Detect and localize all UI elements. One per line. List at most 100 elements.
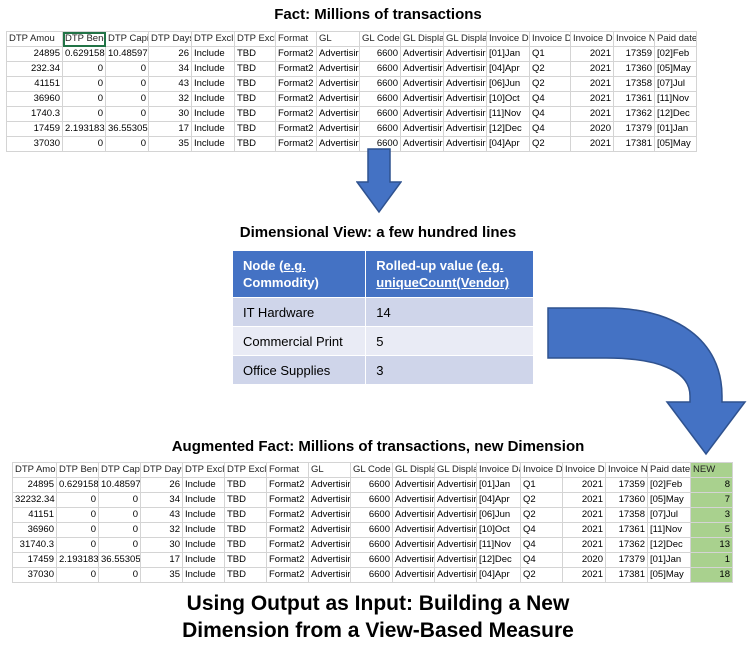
table-cell[interactable]: [01]Jan	[486, 46, 530, 62]
table-cell[interactable]: Advertisir	[316, 121, 360, 137]
table-cell[interactable]: Format2	[275, 46, 317, 62]
table-cell[interactable]: [01]Jan	[476, 477, 521, 493]
table-cell[interactable]: 32	[140, 522, 183, 538]
table-cell[interactable]: [05]May	[654, 61, 697, 77]
table-cell[interactable]: Advertisir	[308, 477, 351, 493]
column-header[interactable]: Invoice Nu	[605, 462, 648, 478]
table-cell[interactable]: Advertisir	[434, 537, 477, 553]
table-cell[interactable]: Format2	[275, 91, 317, 107]
table-cell[interactable]: Include	[191, 106, 235, 122]
table-cell[interactable]: 0.629158	[62, 46, 106, 62]
table-cell[interactable]: [04]Apr	[476, 567, 521, 583]
table-cell[interactable]: 17459	[12, 552, 57, 568]
table-cell[interactable]: Advertisir	[308, 492, 351, 508]
table-cell[interactable]: 43	[140, 507, 183, 523]
column-header[interactable]: DTP Capit	[105, 31, 149, 47]
table-cell[interactable]: TBD	[234, 121, 276, 137]
table-cell[interactable]: 6600	[359, 106, 401, 122]
table-cell[interactable]: Format2	[266, 552, 309, 568]
table-cell[interactable]: 41151	[12, 507, 57, 523]
column-header[interactable]: GL Display	[443, 31, 487, 47]
table-cell[interactable]: [12]Dec	[654, 106, 697, 122]
table-cell[interactable]: Include	[182, 507, 225, 523]
table-cell[interactable]: 0.629158	[56, 477, 99, 493]
table-cell[interactable]: 17360	[605, 492, 648, 508]
table-cell[interactable]: Q2	[520, 492, 563, 508]
table-cell[interactable]: 10.48597	[105, 46, 149, 62]
table-cell[interactable]: 0	[105, 61, 149, 77]
table-cell[interactable]: [11]Nov	[486, 106, 530, 122]
table-cell[interactable]: 0	[62, 136, 106, 152]
column-header[interactable]: GL Display	[392, 462, 435, 478]
table-cell[interactable]: 24895	[12, 477, 57, 493]
table-cell[interactable]: 2.193183	[56, 552, 99, 568]
table-cell[interactable]: 0	[56, 537, 99, 553]
table-cell[interactable]: 36960	[12, 522, 57, 538]
column-header[interactable]: Invoice Da	[520, 462, 563, 478]
table-cell[interactable]: Advertisir	[308, 567, 351, 583]
table-cell[interactable]: Q2	[529, 76, 571, 92]
table-cell[interactable]: 2021	[562, 522, 606, 538]
table-cell[interactable]: 17358	[613, 76, 655, 92]
table-cell[interactable]: 17379	[605, 552, 648, 568]
table-cell[interactable]: Format2	[266, 492, 309, 508]
new-dimension-cell[interactable]: 3	[690, 507, 733, 523]
table-cell[interactable]: Include	[191, 91, 235, 107]
table-cell[interactable]: 17381	[613, 136, 655, 152]
table-cell[interactable]: 6600	[350, 477, 393, 493]
table-cell[interactable]: [01]Jan	[654, 121, 697, 137]
table-cell[interactable]: 36960	[6, 91, 63, 107]
table-cell[interactable]: TBD	[224, 567, 267, 583]
table-cell[interactable]: 6600	[359, 76, 401, 92]
table-cell[interactable]: 30	[140, 537, 183, 553]
table-cell[interactable]: [07]Jul	[654, 76, 697, 92]
table-cell[interactable]: Advertisir	[392, 522, 435, 538]
table-cell[interactable]: 26	[140, 477, 183, 493]
table-cell[interactable]: 6600	[359, 46, 401, 62]
column-header[interactable]: DTP Capit	[98, 462, 141, 478]
table-cell[interactable]: Q2	[529, 136, 571, 152]
table-cell[interactable]: Include	[191, 61, 235, 77]
table-cell[interactable]: 0	[105, 106, 149, 122]
table-cell[interactable]: 0	[105, 91, 149, 107]
table-cell[interactable]: 17359	[613, 46, 655, 62]
table-cell[interactable]: Advertisir	[434, 477, 477, 493]
table-cell[interactable]: Advertisir	[400, 136, 444, 152]
table-cell[interactable]: 17359	[605, 477, 648, 493]
table-cell[interactable]: Format2	[275, 121, 317, 137]
table-cell[interactable]: [06]Jun	[476, 507, 521, 523]
table-cell[interactable]: 34	[148, 61, 192, 77]
table-cell[interactable]: Include	[191, 136, 235, 152]
table-cell[interactable]: 2021	[562, 567, 606, 583]
table-cell[interactable]: 6600	[350, 537, 393, 553]
new-dimension-cell[interactable]: 5	[690, 522, 733, 538]
column-header[interactable]: DTP Bene	[56, 462, 99, 478]
table-cell[interactable]: 0	[98, 507, 141, 523]
table-cell[interactable]: Advertisir	[308, 522, 351, 538]
table-cell[interactable]: 1740.3	[6, 106, 63, 122]
table-cell[interactable]: Advertisir	[316, 76, 360, 92]
table-cell[interactable]: [05]May	[654, 136, 697, 152]
table-cell[interactable]: 41151	[6, 76, 63, 92]
table-cell[interactable]: 0	[62, 91, 106, 107]
table-cell[interactable]: Format2	[266, 477, 309, 493]
table-cell[interactable]: Advertisir	[443, 91, 487, 107]
column-header[interactable]: Invoice Da	[476, 462, 521, 478]
table-cell[interactable]: Q2	[520, 567, 563, 583]
table-cell[interactable]: Advertisir	[443, 136, 487, 152]
table-cell[interactable]: 17362	[605, 537, 648, 553]
column-header[interactable]: Paid date-	[647, 462, 691, 478]
table-cell[interactable]: Advertisir	[316, 61, 360, 77]
column-header[interactable]: DTP Amou	[12, 462, 57, 478]
table-cell[interactable]: 17379	[613, 121, 655, 137]
table-cell[interactable]: [12]Dec	[486, 121, 530, 137]
table-cell[interactable]: 0	[98, 492, 141, 508]
table-cell[interactable]: Include	[182, 552, 225, 568]
table-cell[interactable]: 6600	[350, 492, 393, 508]
table-cell[interactable]: TBD	[224, 537, 267, 553]
table-cell[interactable]: 2020	[562, 552, 606, 568]
table-cell[interactable]: 6600	[359, 61, 401, 77]
table-cell[interactable]: 2021	[570, 136, 614, 152]
table-cell[interactable]: 24895	[6, 46, 63, 62]
table-cell[interactable]: [02]Feb	[654, 46, 697, 62]
